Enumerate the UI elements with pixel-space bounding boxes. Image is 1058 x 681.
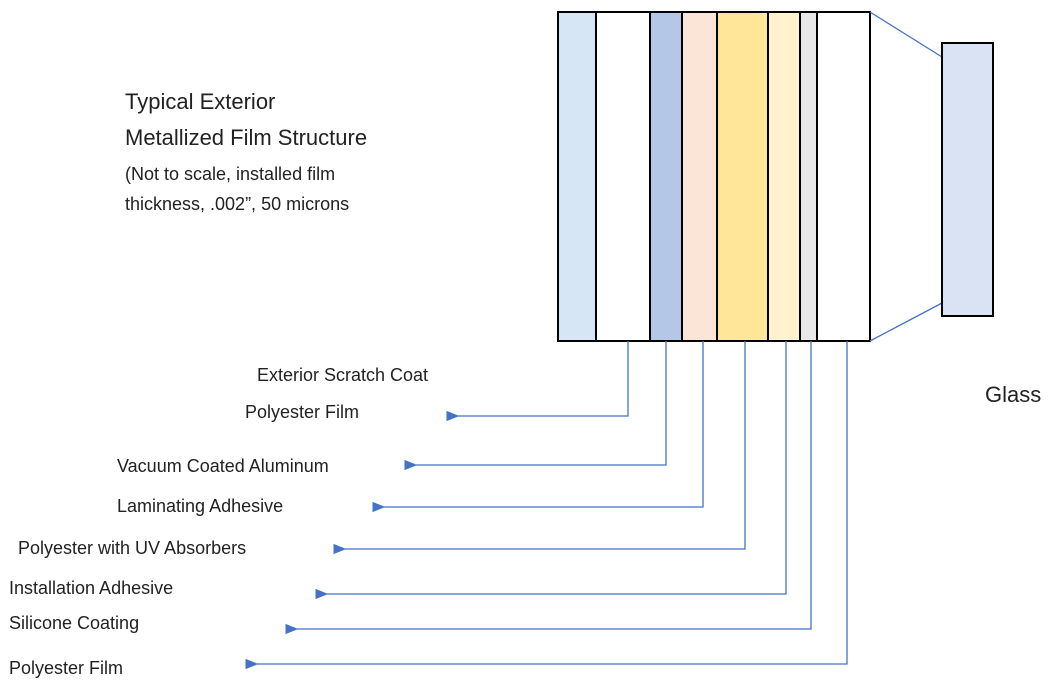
label-laminating-adhesive: Laminating Adhesive [117, 496, 284, 516]
leader-polyester-film-outer [446, 341, 629, 422]
layer-silicone-coating [799, 11, 818, 342]
leader-laminating-adhesive [372, 341, 704, 513]
label-exterior-scratch-coat: Exterior Scratch Coat [257, 365, 429, 385]
glass-pane [941, 42, 994, 317]
label-installation-adhesive: Installation Adhesive [9, 578, 174, 598]
label-polyester-film-inner: Polyester Film [9, 658, 124, 678]
diagram-title-line-1: Typical Exterior [125, 89, 276, 114]
glass-connector-top [869, 11, 943, 58]
label-vacuum-coated-aluminum: Vacuum Coated Aluminum [117, 456, 329, 476]
label-polyester-film-outer: Polyester Film [245, 402, 360, 422]
diagram-note-line-2: thickness, .002”, 50 microns [125, 194, 350, 214]
leader-polyester-film-inner [245, 341, 848, 670]
label-silicone-coating: Silicone Coating [9, 613, 140, 633]
leader-polyester-uv [333, 341, 746, 555]
layer-laminating-adhesive [681, 11, 718, 342]
leader-vacuum-coated-aluminum [404, 341, 667, 471]
leader-silicone-coating [285, 341, 812, 635]
label-glass: Glass [985, 382, 1042, 407]
layer-installation-adhesive [767, 11, 801, 342]
layer-polyester-film-inner [816, 11, 871, 342]
diagram-title-line-2: Metallized Film Structure [125, 125, 368, 150]
diagram-note-line-1: (Not to scale, installed film [125, 164, 336, 184]
layer-vacuum-coated-aluminum [649, 11, 683, 342]
leader-installation-adhesive [315, 341, 787, 600]
label-polyester-uv: Polyester with UV Absorbers [18, 538, 247, 558]
layer-polyester-film-outer [595, 11, 651, 342]
layer-exterior-scratch-coat [557, 11, 597, 342]
glass-connector-bottom [869, 302, 943, 342]
layer-polyester-uv [716, 11, 769, 342]
